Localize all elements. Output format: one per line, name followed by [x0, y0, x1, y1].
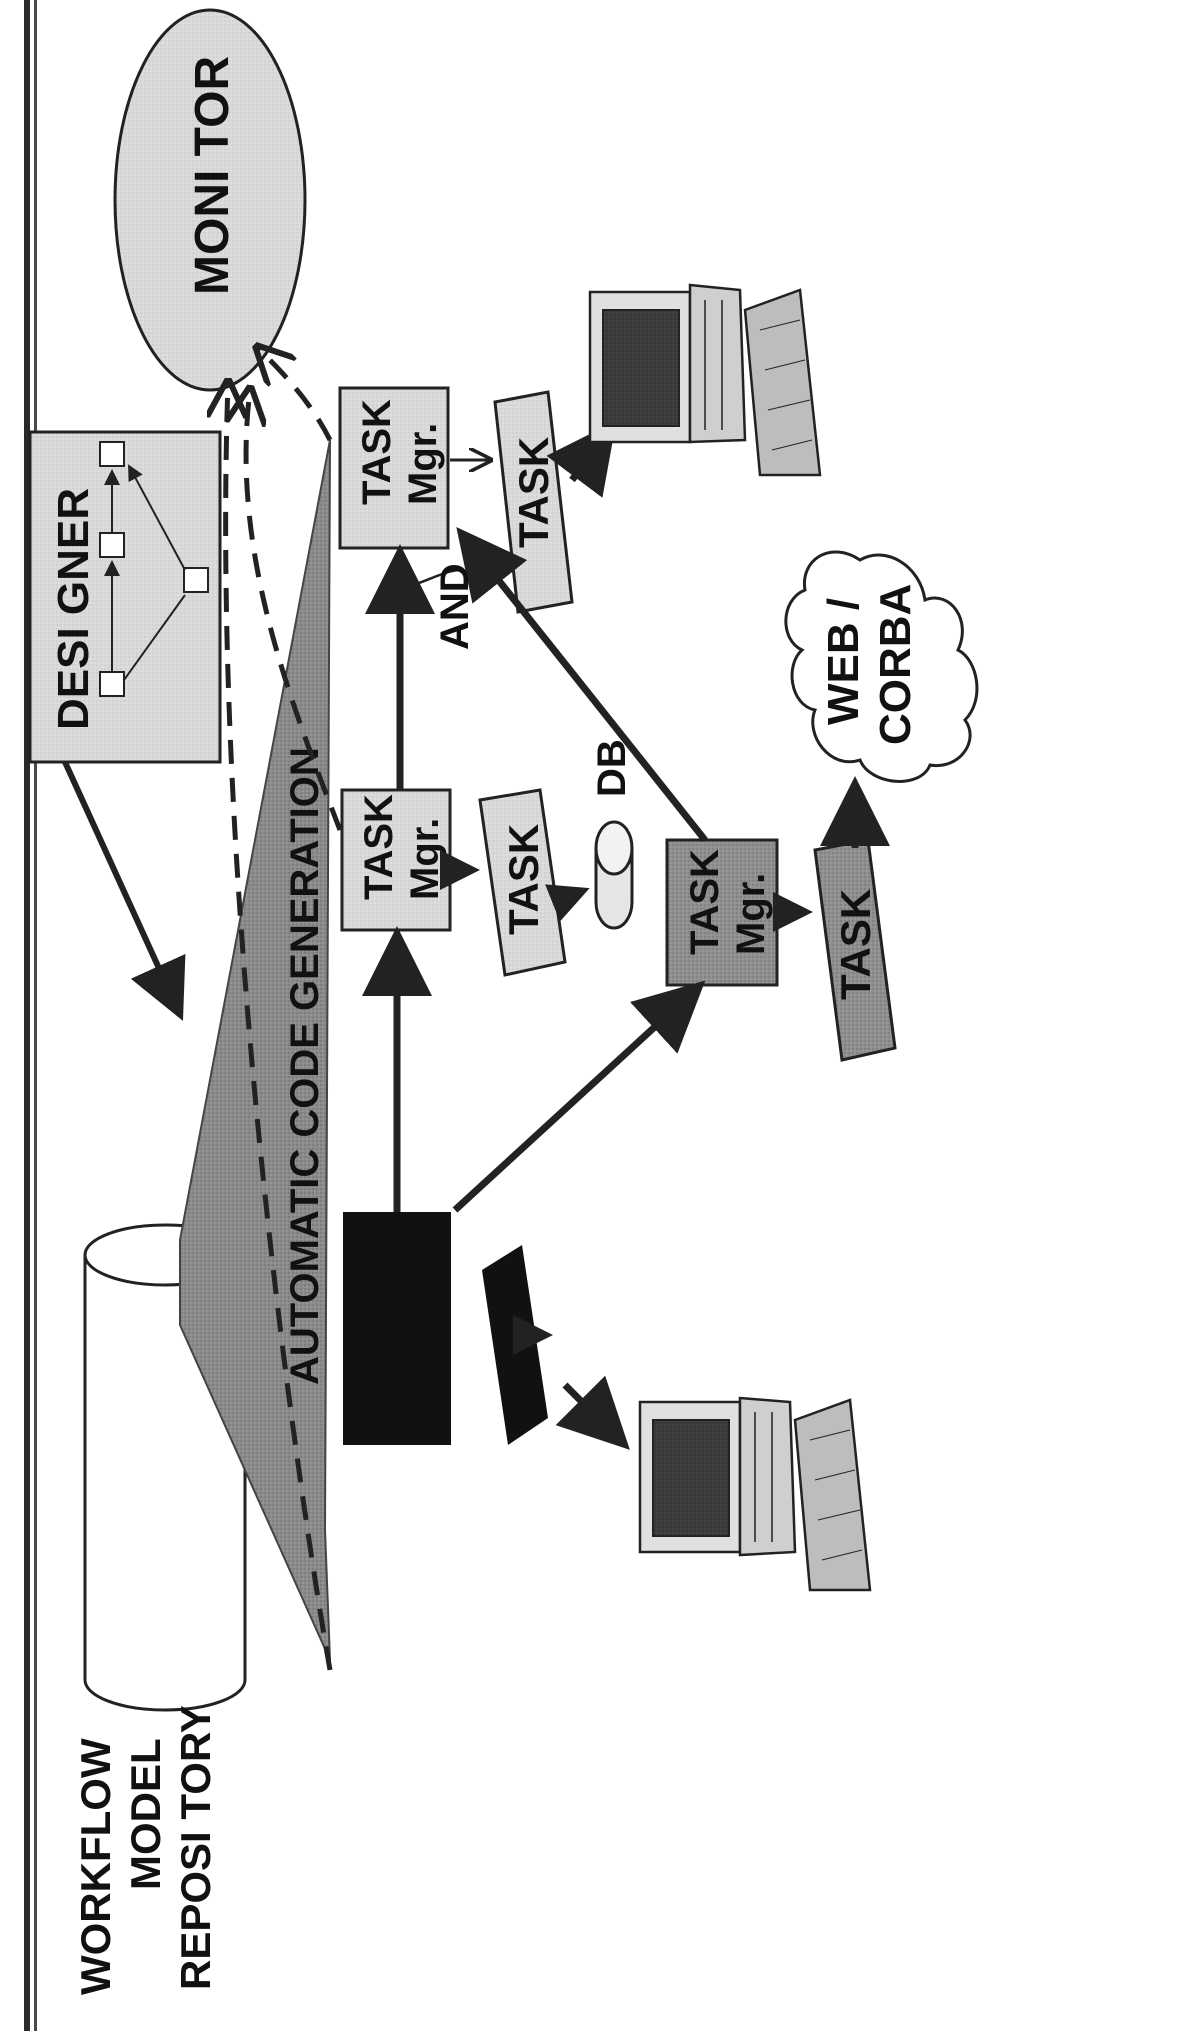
task-manager-mid-line2: Mgr. — [403, 818, 447, 900]
workstation-bottom-screen — [653, 1420, 729, 1536]
designer-title: DESI GNER — [49, 488, 98, 730]
workstation-bottom-case — [740, 1398, 795, 1555]
cloud-label-line2: CORBA — [871, 584, 920, 745]
task-manager-bottom-line2: Mgr. — [729, 873, 773, 955]
monitor-label: MONI TOR — [186, 56, 239, 295]
designer-node-1 — [100, 672, 124, 696]
workstation-top-case — [690, 285, 745, 442]
task-bottom-label: TASK — [832, 889, 879, 1000]
repository-label-line1: WORKFLOW — [72, 1738, 119, 1995]
code-generation-label: AUTOMATIC CODE GENERATION — [283, 747, 327, 1385]
task-top-label: TASK — [510, 437, 557, 548]
task-manager-top-line2: Mgr. — [401, 423, 445, 505]
cloud-label-line1: WEB / — [819, 598, 868, 725]
task-manager-top-line1: TASK — [355, 399, 399, 505]
repository-label-line2: MODEL — [122, 1738, 169, 1890]
task-mid-label: TASK — [500, 824, 547, 935]
designer-node-4 — [184, 568, 208, 592]
workstation-top-screen — [603, 310, 679, 426]
repository-label-line3: REPOSI TORY — [172, 1705, 219, 1990]
task-manager-bottom-line1: TASK — [683, 849, 727, 955]
db-cylinder — [596, 822, 632, 928]
and-join-label: AND — [433, 563, 477, 650]
designer-node-2 — [100, 533, 124, 557]
start-node — [343, 1212, 451, 1445]
task-manager-mid-line1: TASK — [357, 794, 401, 900]
designer-node-3 — [100, 442, 124, 466]
